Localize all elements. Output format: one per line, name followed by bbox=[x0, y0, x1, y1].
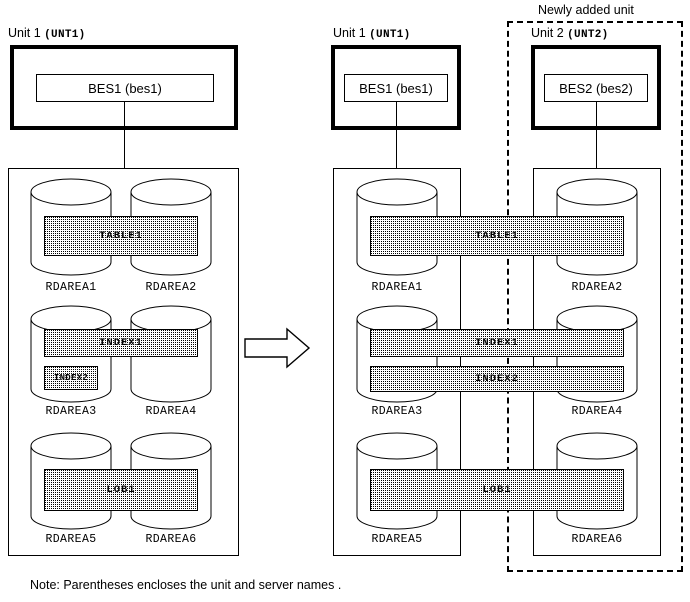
before-band-lob1-text: LOB1 bbox=[106, 484, 136, 496]
before-label-rdarea5: RDAREA5 bbox=[45, 533, 97, 546]
before-band-table1: TABLE1 bbox=[44, 216, 198, 256]
before-bes1-box: BES1 (bes1) bbox=[36, 74, 214, 102]
newly-added-unit-label: Newly added unit bbox=[538, 3, 634, 17]
before-unit1-title-text: Unit 1 bbox=[8, 26, 41, 40]
after-band-table1: TABLE1 bbox=[370, 216, 624, 256]
after-bes1-label: BES1 (bes1) bbox=[359, 80, 433, 96]
after-band-index2-text: INDEX2 bbox=[475, 373, 519, 385]
after-unit1-id: (UNT1) bbox=[369, 29, 411, 41]
before-band-index1: INDEX1 bbox=[44, 329, 198, 357]
after-band-table1-text: TABLE1 bbox=[475, 230, 519, 242]
before-band-index2: INDEX2 bbox=[44, 366, 98, 390]
before-label-rdarea3: RDAREA3 bbox=[45, 405, 97, 418]
diagram-note: Note: Parentheses encloses the unit and … bbox=[30, 578, 342, 592]
before-band-index2-text: INDEX2 bbox=[53, 373, 89, 383]
after-bes2-connector bbox=[596, 102, 597, 168]
after-bes1-box: BES1 (bes1) bbox=[344, 74, 448, 102]
after-band-lob1-text: LOB1 bbox=[482, 484, 512, 496]
before-unit1-title: Unit 1 (UNT1) bbox=[8, 26, 86, 41]
after-unit2-id: (UNT2) bbox=[567, 29, 609, 41]
before-band-index1-text: INDEX1 bbox=[99, 337, 143, 349]
before-label-rdarea2: RDAREA2 bbox=[145, 281, 197, 294]
after-label-rdarea2: RDAREA2 bbox=[571, 281, 623, 294]
before-label-rdarea1: RDAREA1 bbox=[45, 281, 97, 294]
before-label-rdarea6: RDAREA6 bbox=[145, 533, 197, 546]
newly-added-unit-dashed-boundary bbox=[507, 21, 683, 572]
before-label-rdarea4: RDAREA4 bbox=[145, 405, 197, 418]
before-bes1-connector bbox=[124, 102, 125, 168]
after-label-rdarea6: RDAREA6 bbox=[571, 533, 623, 546]
after-band-index1: INDEX1 bbox=[370, 329, 624, 357]
after-band-index2: INDEX2 bbox=[370, 366, 624, 392]
after-unit2-title-text: Unit 2 bbox=[531, 26, 564, 40]
after-band-lob1: LOB1 bbox=[370, 469, 624, 511]
after-bes2-label: BES2 (bes2) bbox=[559, 80, 633, 96]
after-label-rdarea1: RDAREA1 bbox=[371, 281, 423, 294]
after-unit2-title: Unit 2 (UNT2) bbox=[531, 26, 609, 41]
after-bes2-box: BES2 (bes2) bbox=[544, 74, 648, 102]
after-band-index1-text: INDEX1 bbox=[475, 337, 519, 349]
transition-right-arrow-icon bbox=[243, 327, 311, 369]
after-unit1-title-text: Unit 1 bbox=[333, 26, 366, 40]
after-label-rdarea5: RDAREA5 bbox=[371, 533, 423, 546]
before-unit1-id: (UNT1) bbox=[44, 29, 86, 41]
after-label-rdarea4: RDAREA4 bbox=[571, 405, 623, 418]
before-band-lob1: LOB1 bbox=[44, 469, 198, 511]
before-band-table1-text: TABLE1 bbox=[99, 230, 143, 242]
after-label-rdarea3: RDAREA3 bbox=[371, 405, 423, 418]
before-bes1-label: BES1 (bes1) bbox=[88, 80, 162, 96]
after-unit1-title: Unit 1 (UNT1) bbox=[333, 26, 411, 41]
after-bes1-connector bbox=[396, 102, 397, 168]
